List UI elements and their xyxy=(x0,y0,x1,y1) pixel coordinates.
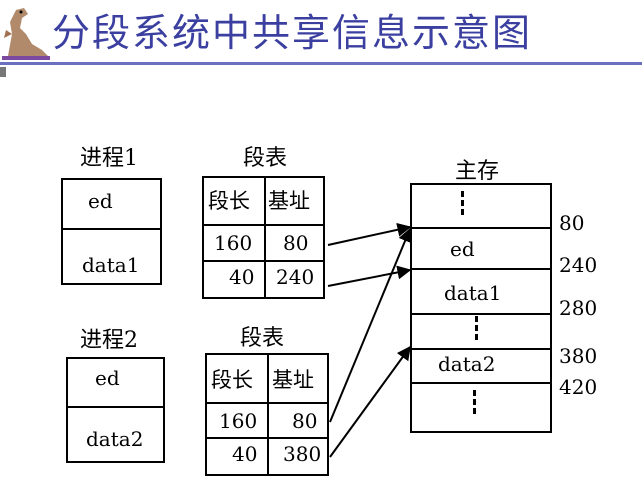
memory-label: 主存 xyxy=(455,159,500,184)
process1-row-data1: data1 xyxy=(82,253,140,277)
address-240: 240 xyxy=(559,253,598,277)
process1-row-ed: ed xyxy=(88,189,113,213)
process2-divider xyxy=(66,406,165,408)
segtable2-col-divider xyxy=(267,353,269,476)
segtable1-r1-base: 80 xyxy=(283,231,309,255)
process2-box xyxy=(66,357,165,463)
segtable1-r1-length: 160 xyxy=(214,231,253,255)
segtable1-header-divider xyxy=(202,224,325,226)
segtable1-r2-length: 40 xyxy=(229,265,255,289)
segtable1-box xyxy=(202,176,325,299)
process1-box xyxy=(61,178,162,285)
address-380: 380 xyxy=(559,344,598,368)
memory-divider-420 xyxy=(410,382,552,384)
arrow-p2-data2 xyxy=(329,345,411,458)
segtable1-row-divider xyxy=(202,260,325,262)
arrow-p2-ed xyxy=(329,227,412,423)
segtable1-label: 段表 xyxy=(243,146,288,171)
arrow-p1-ed xyxy=(327,222,412,246)
memory-block-data1: data1 xyxy=(444,281,502,305)
address-80: 80 xyxy=(559,211,585,235)
memory-box xyxy=(410,183,552,433)
title-marker xyxy=(0,67,6,77)
segtable2-r1-base: 80 xyxy=(292,409,318,433)
process1-label: 进程1 xyxy=(80,146,138,171)
segtable2-label: 段表 xyxy=(240,326,285,351)
arrow-p1-data1 xyxy=(327,265,412,287)
memory-ellipsis-bottom xyxy=(473,390,477,417)
segtable2-header-length: 段长 xyxy=(211,368,253,392)
segtable1-header-length: 段长 xyxy=(208,189,250,213)
segtable2-r2-length: 40 xyxy=(232,442,258,466)
memory-block-data2: data2 xyxy=(438,352,496,376)
memory-divider-280 xyxy=(410,313,552,315)
address-420: 420 xyxy=(559,375,598,399)
process2-row-ed: ed xyxy=(95,366,120,390)
segtable1-r2-base: 240 xyxy=(276,265,315,289)
segtable2-header-base: 基址 xyxy=(272,368,314,392)
memory-divider-240 xyxy=(410,268,552,270)
segtable2-r2-base: 380 xyxy=(283,442,322,466)
address-280: 280 xyxy=(559,296,598,320)
process1-divider xyxy=(61,228,162,230)
segtable2-r1-length: 160 xyxy=(219,409,258,433)
memory-ellipsis-top xyxy=(461,191,465,218)
memory-divider-80 xyxy=(410,227,552,229)
memory-divider-380 xyxy=(410,348,552,350)
segtable1-col-divider xyxy=(264,176,266,299)
dinosaur-logo xyxy=(2,4,50,60)
title-underline xyxy=(0,62,642,65)
memory-ellipsis-middle xyxy=(475,316,479,343)
memory-block-ed: ed xyxy=(450,237,475,261)
page-title: 分段系统中共享信息示意图 xyxy=(52,11,533,55)
process2-label: 进程2 xyxy=(80,328,138,353)
segtable1-header-base: 基址 xyxy=(268,189,310,213)
process2-row-data2: data2 xyxy=(86,427,144,451)
